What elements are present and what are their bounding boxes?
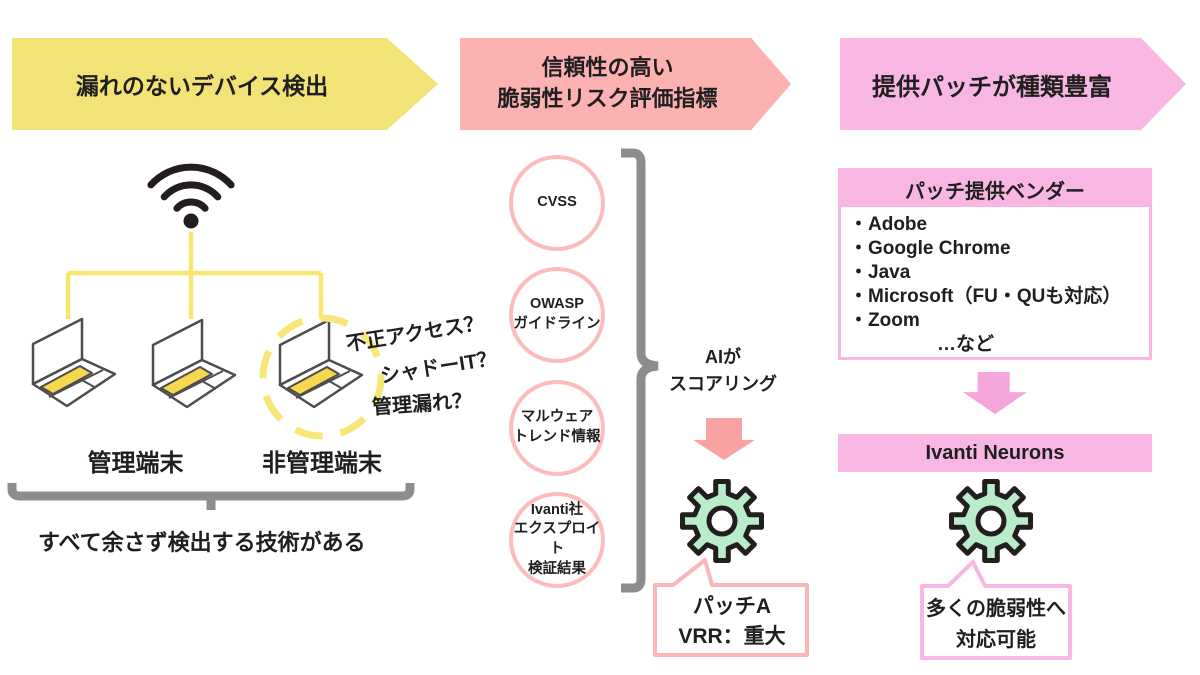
unmanaged-highlight-circle [259, 314, 385, 440]
wifi-icon [147, 163, 235, 229]
vendor-item-microsoft: ・Microsoft（FU・QUも対応） [849, 286, 1122, 307]
gear-icon [949, 479, 1033, 563]
indicator-circle-ivanti-exploit: Ivanti社 エクスプロイト 検証結果 [509, 492, 605, 588]
banner-device-detection: 漏れのないデバイス検出 [12, 38, 438, 130]
indicator-circle-cvss: CVSS [509, 155, 605, 251]
indicator-circle-owasp: OWASP ガイドライン [509, 267, 605, 363]
unmanaged-devices-label: 非管理端末 [262, 450, 382, 477]
banner-device-detection-label: 漏れのないデバイス検出 [75, 73, 329, 99]
vulnerability-coverage-bubble-text: 多くの脆弱性へ 対応可能 [926, 598, 1066, 651]
vendor-item-zoom: ・Zoom [849, 310, 920, 331]
detection-caption: すべて余さず検出する技術がある [38, 530, 366, 555]
indicator-circle-malware-trend: マルウェア トレンド情報 [509, 380, 605, 476]
callout-management-gap: 管理漏れ？ [371, 390, 473, 419]
banner-risk-rating: 信頼性の高い 脆弱性リスク評価指標 [460, 38, 791, 130]
underbrace-icon [7, 483, 415, 510]
vendor-item-adobe: ・Adobe [849, 214, 928, 235]
ivanti-neurons-label: Ivanti Neurons [925, 441, 1065, 464]
network-tree [65, 232, 324, 319]
speech-bubble [653, 558, 809, 657]
vendor-item-java: ・Java [849, 262, 911, 283]
laptop-icon [151, 318, 237, 409]
down-arrow-icon [693, 418, 755, 460]
speech-bubble [920, 560, 1072, 660]
laptop-icon [31, 317, 117, 408]
device-detection-graphic [7, 163, 415, 510]
ai-scoring-label: AIが スコアリング [669, 347, 777, 394]
patch-vrr-bubble-text: パッチA VRR：重大 [678, 595, 786, 649]
banner-patch-variety: 提供パッチが種類豊富 [840, 38, 1186, 130]
gear-icon [680, 479, 764, 563]
patch-vendor-box: パッチ提供ベンダー ・Adobe ・Google Chrome ・Java ・M… [838, 168, 1152, 360]
managed-devices-label: 管理端末 [87, 450, 184, 477]
vendor-item-google-chrome: ・Google Chrome [849, 238, 1011, 259]
down-arrow-icon [963, 372, 1027, 414]
patch-vendor-header: パッチ提供ベンダー [841, 171, 1149, 207]
patch-vendor-list: ・Adobe ・Google Chrome ・Java ・Microsoft（F… [841, 207, 1149, 357]
vendor-item-etc: …など [937, 334, 995, 355]
brace-icon [621, 148, 659, 593]
banner-risk-rating-label: 信頼性の高い 脆弱性リスク評価指標 [497, 55, 718, 111]
banner-patch-variety-label: 提供パッチが種類豊富 [872, 73, 1112, 101]
ivanti-neurons-banner: Ivanti Neurons [838, 434, 1152, 472]
